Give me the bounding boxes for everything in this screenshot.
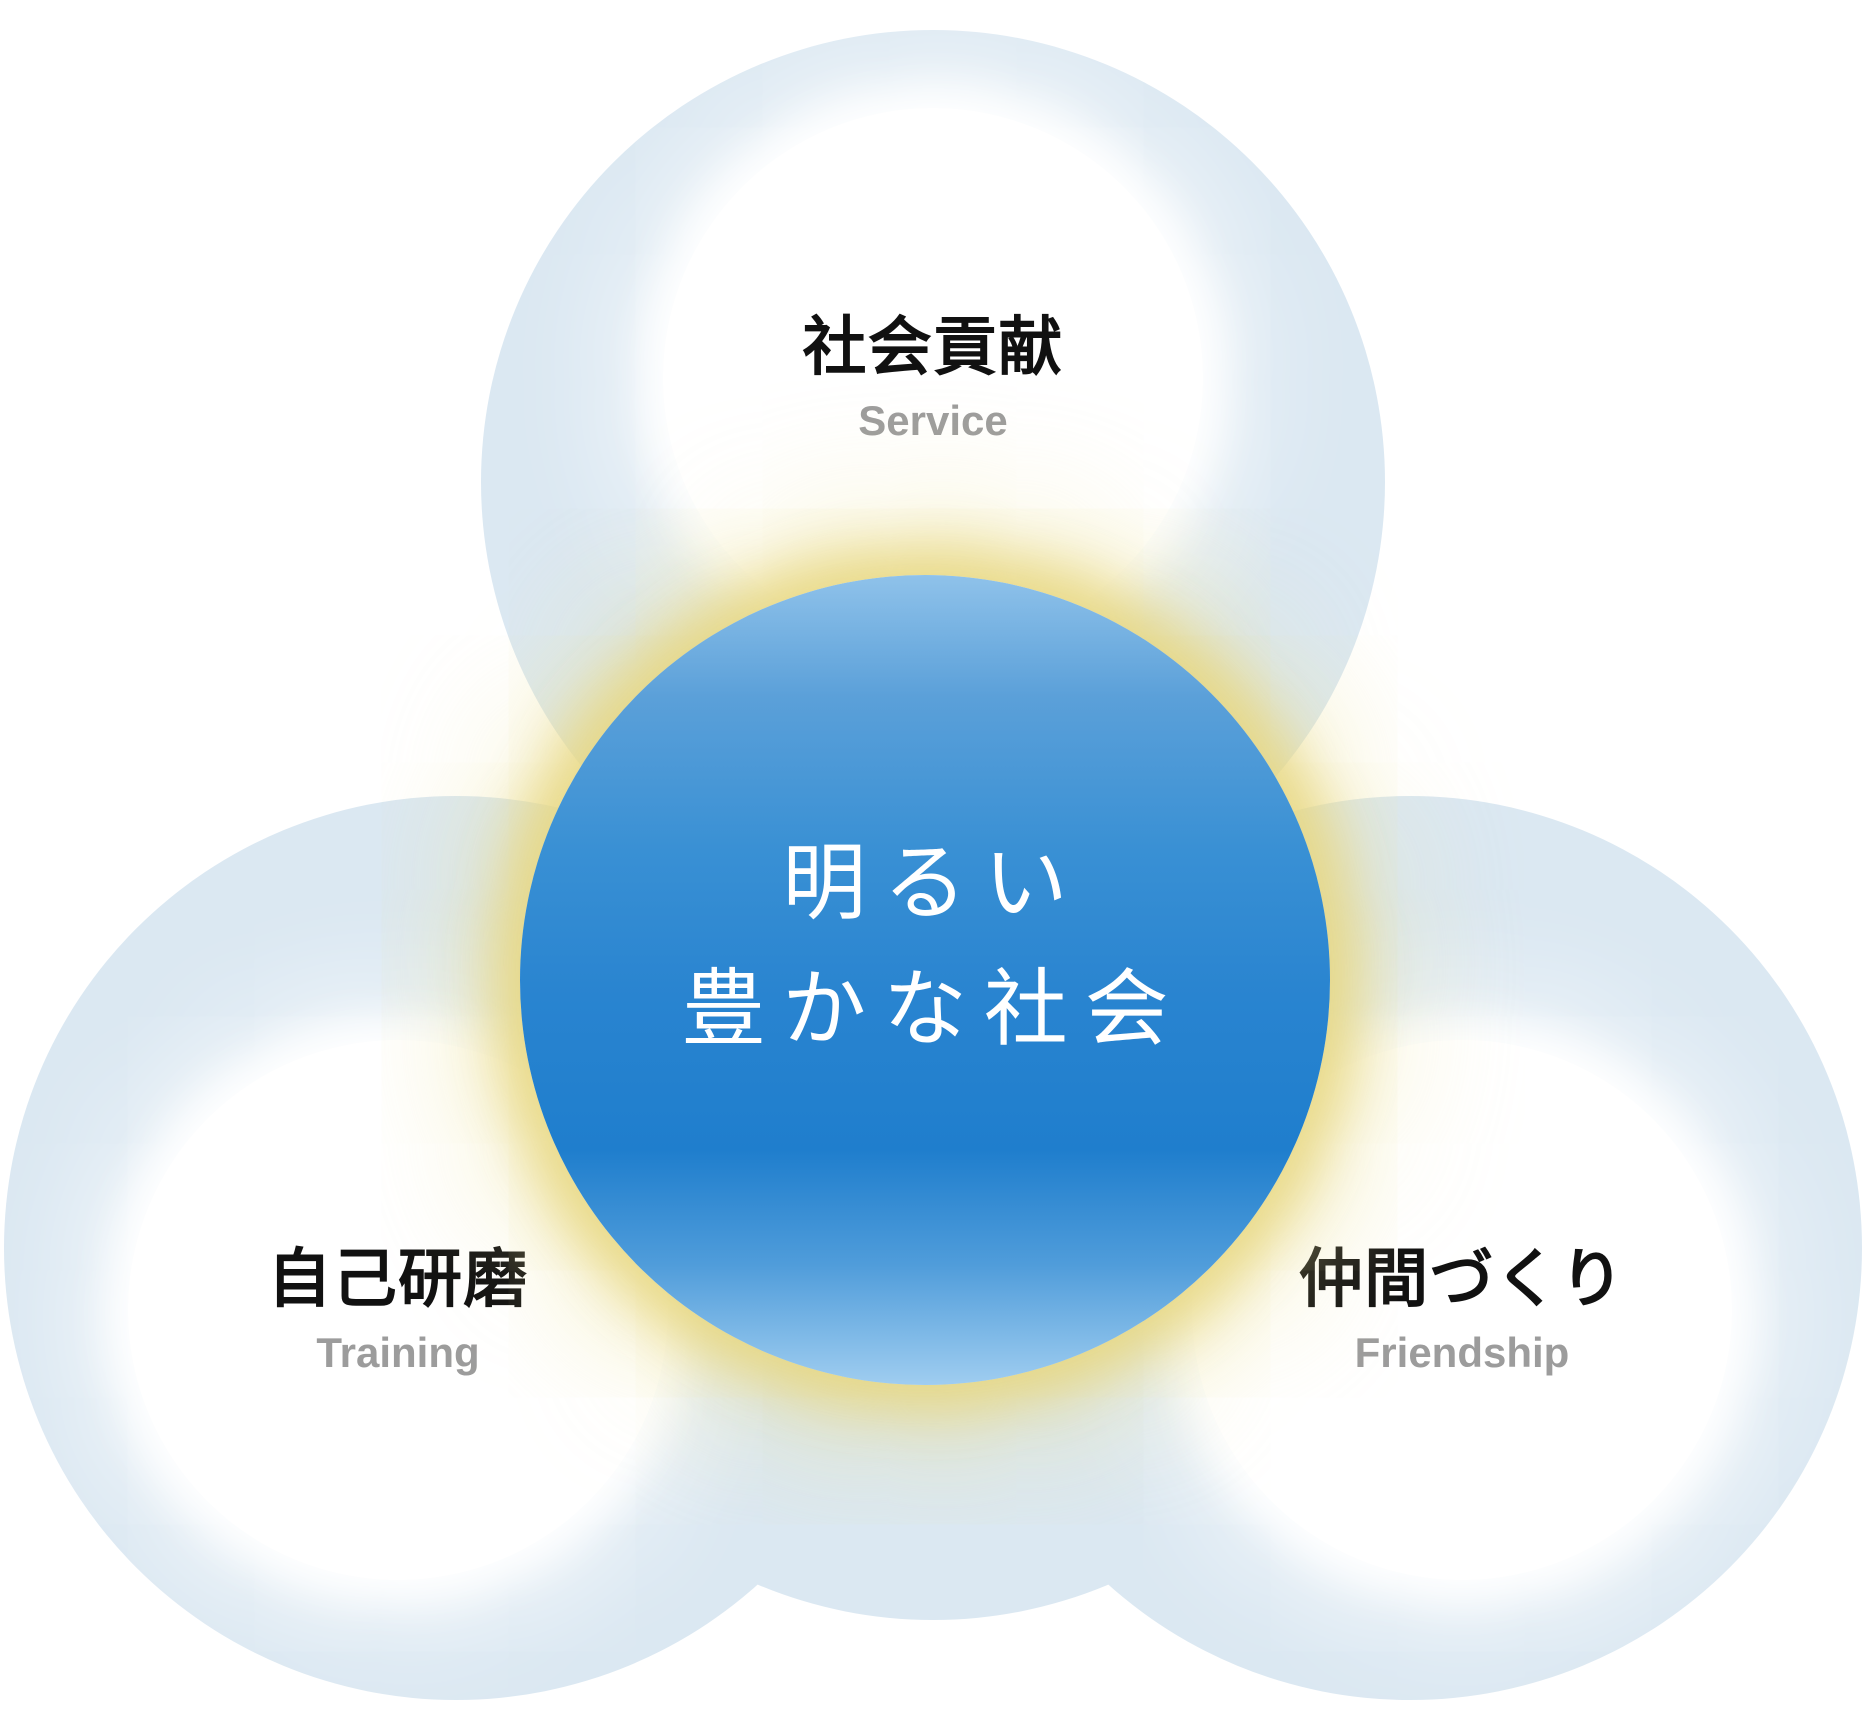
center-goal-text: 明るい 豊かな社会	[665, 820, 1186, 1072]
center-goal-line2: 豊かな社会	[681, 962, 1186, 1056]
value-circle-training: 自己研磨 Training	[128, 1040, 668, 1580]
value-subtitle-service: Service	[858, 397, 1008, 445]
value-title-service: 社会貢献	[802, 310, 1064, 383]
value-title-friendship: 仲間づくり	[1298, 1242, 1626, 1315]
center-goal-line1: 明るい	[782, 836, 1085, 930]
value-title-training: 自己研磨	[267, 1242, 529, 1315]
center-goal-circle: 明るい 豊かな社会	[520, 575, 1330, 1385]
value-subtitle-training: Training	[316, 1329, 480, 1377]
value-circle-service: 社会貢献 Service	[663, 108, 1203, 648]
value-subtitle-friendship: Friendship	[1354, 1329, 1570, 1377]
